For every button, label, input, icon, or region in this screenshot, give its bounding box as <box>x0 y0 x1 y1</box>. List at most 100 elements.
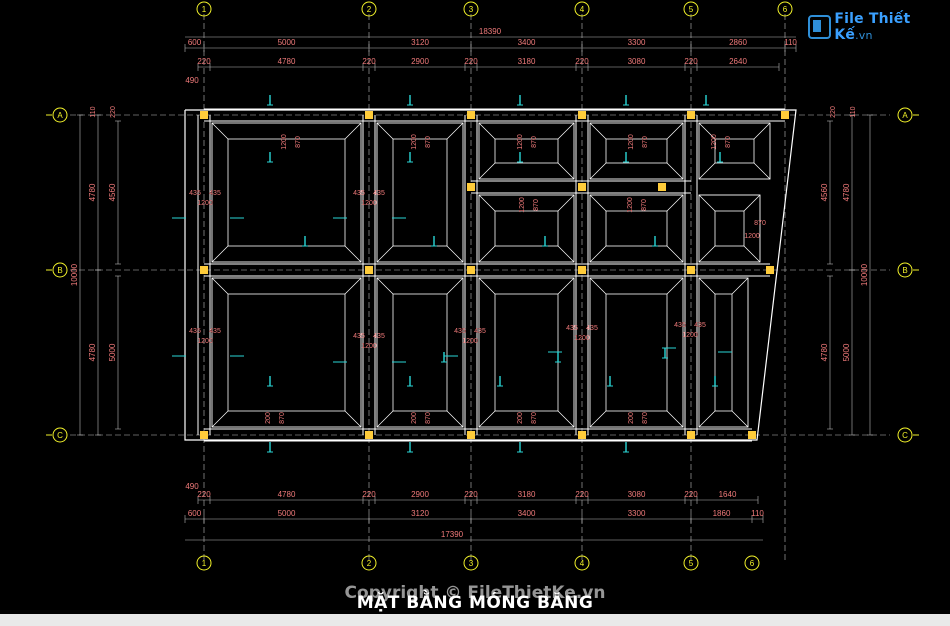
panel-slope <box>376 410 394 428</box>
dim-bottom-row1-value: 600 <box>188 509 202 518</box>
footing-depth-label: 870 <box>295 136 302 148</box>
dim-bottom-row1-value: 3300 <box>628 509 646 518</box>
footing-width-label: 1200 <box>627 197 634 213</box>
column-marker <box>687 431 695 439</box>
footing-panel <box>589 122 684 180</box>
footing-offset-label: 435 <box>454 328 466 335</box>
dim-bottom-extra: 490 <box>185 482 199 491</box>
panel-slope <box>478 122 496 140</box>
footing-panel <box>478 277 575 428</box>
panel-slope <box>589 162 607 180</box>
axis-top-4-label: 4 <box>580 5 585 14</box>
dim-left-edge: 110 <box>90 106 97 117</box>
panel-slope <box>753 162 771 180</box>
panel-slope <box>666 277 684 295</box>
dim-right-a-inner-value: 4560 <box>820 183 829 201</box>
column-marker <box>658 183 666 191</box>
footing-panel <box>589 194 684 263</box>
footing-depth-label: 870 <box>425 136 432 148</box>
copyright-watermark: Copyright © FileThietKe.vn <box>344 583 606 603</box>
footing-panel <box>478 194 575 263</box>
panel-slope <box>478 277 496 295</box>
panel-slope <box>666 410 684 428</box>
panel-slope <box>344 245 362 263</box>
dim-bottom-row1-value: 3120 <box>411 509 429 518</box>
panel-slope <box>666 245 684 263</box>
footing-depth-label: 870 <box>641 199 648 211</box>
footing-depth-label: 870 <box>642 136 649 148</box>
dim-right-b-inner-value: 4780 <box>820 343 829 361</box>
panel-slope <box>478 245 496 263</box>
footing-offset-label: 435 <box>353 190 365 197</box>
axis-left-A-label: A <box>57 111 63 120</box>
panel-slope <box>731 277 749 295</box>
panel-slope <box>698 410 716 428</box>
dim-bottom-row2-value: 1640 <box>719 490 737 499</box>
dim-bottom-row2-value: 220 <box>575 490 589 499</box>
dim-left-a-inner-value: 4560 <box>108 183 117 201</box>
footing-panel <box>698 122 771 180</box>
axis-top-3 <box>463 1 479 17</box>
axis-bottom-3 <box>463 555 479 571</box>
dim-top-total: 18390 <box>479 27 502 36</box>
panel-slope <box>344 410 362 428</box>
panel-slope <box>589 245 607 263</box>
axis-top-1 <box>196 1 212 17</box>
column-marker <box>687 111 695 119</box>
panel-slope <box>557 245 575 263</box>
footing-depth-label: 870 <box>533 199 540 211</box>
site-logo: File Thiết Kế.vn <box>808 11 950 43</box>
footing-offset-label: 435 <box>373 333 385 340</box>
dim-bottom-row2-value: 220 <box>684 490 698 499</box>
footing-panel <box>376 277 464 428</box>
column-marker <box>578 266 586 274</box>
panel-slope <box>376 122 394 140</box>
footing-base-label: 200 <box>411 412 418 424</box>
axis-left-B <box>52 262 68 278</box>
footing-base-label: 200 <box>265 412 272 424</box>
column-marker <box>766 266 774 274</box>
panel-slope <box>557 277 575 295</box>
axis-top-4 <box>574 1 590 17</box>
footing-panel <box>698 277 749 428</box>
footing-width-label: 1200 <box>628 134 635 150</box>
footing-width-label: 1200 <box>197 200 213 207</box>
footing-width-label: 1200 <box>281 134 288 150</box>
footing-panel <box>589 277 684 428</box>
column-marker <box>365 266 373 274</box>
column-marker <box>578 183 586 191</box>
dim-bottom-row2-value: 3080 <box>628 490 646 499</box>
dim-left-total-value: 10000 <box>70 263 79 286</box>
panel-slope <box>698 194 716 212</box>
dim-top-row2-value: 220 <box>464 57 478 66</box>
panel-slope <box>344 122 362 140</box>
panel-slope <box>753 122 771 140</box>
dim-top-row1-value: 3400 <box>518 38 536 47</box>
dim-bottom-row2-value: 220 <box>197 490 211 499</box>
footing-panel-inner <box>714 210 745 247</box>
axis-top-5-label: 5 <box>689 5 694 14</box>
footing-panel <box>478 122 575 180</box>
axis-left-C <box>52 427 68 443</box>
logo-text: File Thiết Kế.vn <box>834 11 911 43</box>
panel-slope <box>446 277 464 295</box>
dim-top-row2-value: 220 <box>197 57 211 66</box>
axis-top-3-label: 3 <box>469 5 474 14</box>
footing-panel <box>211 122 362 263</box>
panel-slope <box>557 122 575 140</box>
panel-slope <box>478 410 496 428</box>
panel-slope <box>666 162 684 180</box>
axis-bottom-6 <box>744 555 760 571</box>
axis-bottom-5 <box>683 555 699 571</box>
panel-slope <box>446 122 464 140</box>
axis-bottom-4 <box>574 555 590 571</box>
footing-panel-inner <box>605 210 668 247</box>
axis-right-C <box>897 427 913 443</box>
panel-slope <box>211 277 229 295</box>
axis-top-5 <box>683 1 699 17</box>
dim-top-row1-value: 5000 <box>278 38 296 47</box>
axis-bottom-6-label: 6 <box>750 559 755 568</box>
dim-bottom-total: 17390 <box>441 530 464 539</box>
footing-offset-label: 435 <box>353 333 365 340</box>
